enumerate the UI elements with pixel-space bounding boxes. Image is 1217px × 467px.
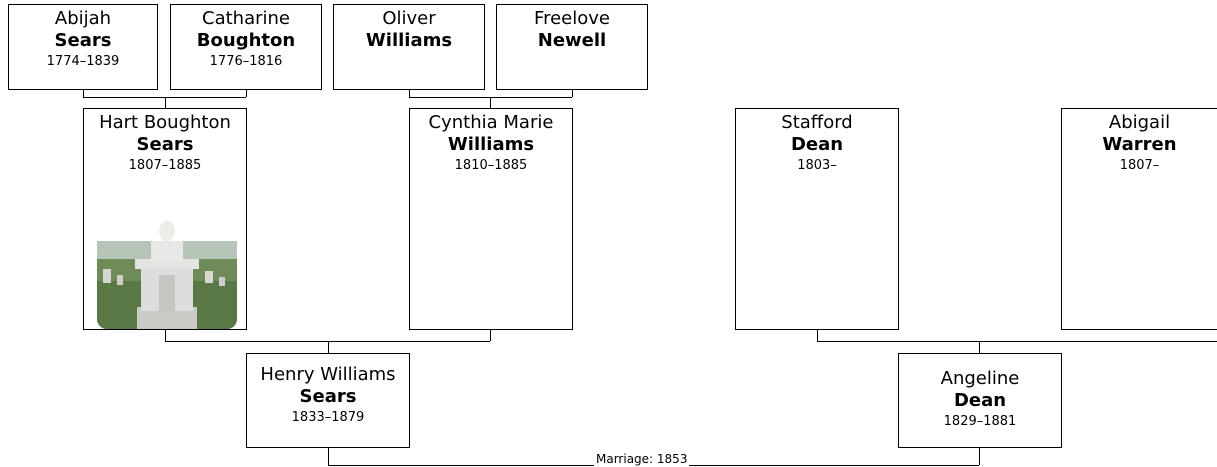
connector (328, 447, 329, 465)
person-angeline-dean[interactable]: Angeline Dean 1829–1881 (898, 353, 1062, 448)
person-oliver-williams[interactable]: Oliver Williams (333, 4, 485, 90)
connector (979, 341, 980, 353)
given-name: Abigail (1108, 112, 1171, 133)
surname: Sears (136, 134, 194, 155)
person-hart-boughton-sears[interactable]: Hart Boughton Sears 1807–1885 (83, 108, 247, 330)
surname: Dean (953, 390, 1007, 411)
surname: Newell (537, 30, 607, 51)
life-dates: 1829–1881 (943, 414, 1017, 429)
person-cynthia-marie-williams[interactable]: Cynthia Marie Williams 1810–1885 (409, 108, 573, 330)
person-abijah-sears[interactable]: Abijah Sears 1774–1839 (8, 4, 158, 90)
surname: Boughton (196, 30, 296, 51)
person-stafford-dean[interactable]: Stafford Dean 1803– (735, 108, 899, 330)
connector (83, 89, 84, 97)
connector (409, 89, 410, 97)
life-dates: 1807– (1119, 158, 1160, 173)
life-dates: 1807–1885 (128, 158, 202, 173)
given-name: Angeline (940, 368, 1020, 389)
connector (165, 329, 166, 341)
connector (165, 97, 166, 108)
surname: Williams (365, 30, 453, 51)
life-dates: 1810–1885 (454, 158, 528, 173)
surname: Williams (447, 134, 535, 155)
surname: Sears (54, 30, 112, 51)
marriage-label: Marriage: 1853 (594, 452, 690, 466)
given-name: Catharine (202, 8, 290, 29)
connector (979, 447, 980, 465)
person-freelove-newell[interactable]: Freelove Newell (496, 4, 648, 90)
given-name: Cynthia Marie (428, 112, 554, 133)
life-dates: 1774–1839 (46, 54, 120, 69)
connector (165, 341, 490, 342)
connector (817, 341, 1217, 342)
surname: Warren (1102, 134, 1177, 155)
given-name: Freelove (534, 8, 610, 29)
life-dates: 1776–1816 (209, 54, 283, 69)
connector (246, 89, 247, 97)
given-name: Abijah (54, 8, 112, 29)
connector (83, 97, 246, 98)
given-name: Henry Williams (260, 364, 396, 385)
life-dates: 1803– (797, 158, 837, 173)
given-name: Oliver (382, 8, 436, 29)
given-name: Hart Boughton (99, 112, 231, 133)
person-abigail-warren[interactable]: Abigail Warren 1807– (1061, 108, 1217, 330)
life-dates: 1833–1879 (291, 410, 365, 425)
surname: Sears (299, 386, 357, 407)
connector (490, 329, 491, 341)
connector (817, 329, 818, 341)
surname: Dean (790, 134, 844, 155)
connector (490, 97, 491, 108)
connector (328, 341, 329, 353)
gravestone-photo[interactable] (97, 219, 237, 329)
given-name: Stafford (781, 112, 853, 133)
person-catharine-boughton[interactable]: Catharine Boughton 1776–1816 (170, 4, 322, 90)
connector (572, 89, 573, 97)
person-henry-williams-sears[interactable]: Henry Williams Sears 1833–1879 (246, 353, 410, 448)
